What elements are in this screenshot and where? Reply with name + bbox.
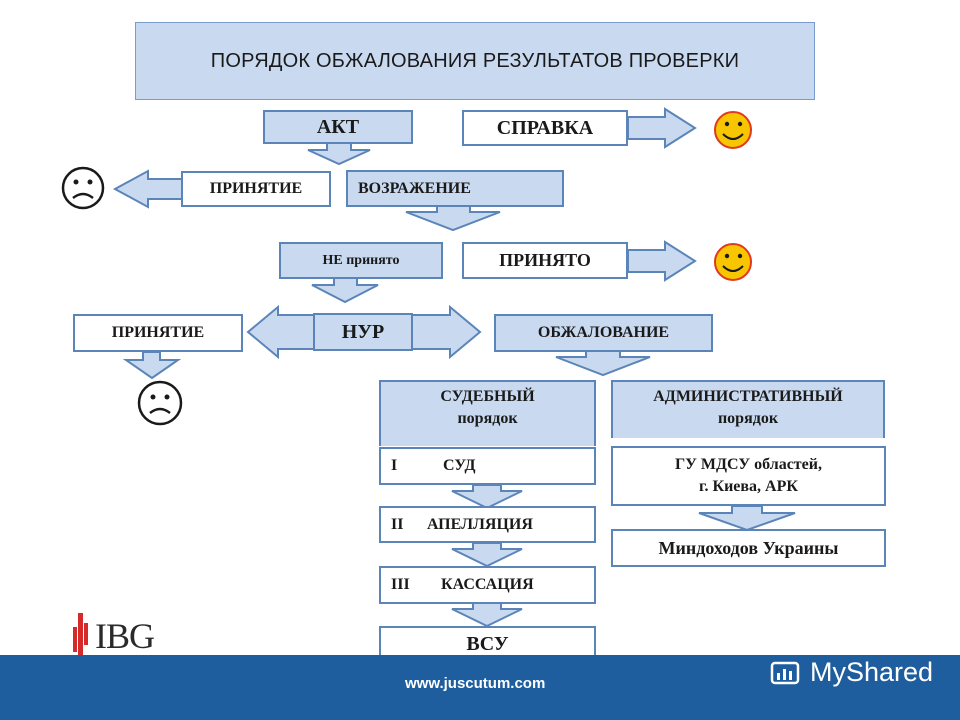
node-akt: АКТ <box>263 110 413 144</box>
node-gu-mdsu: ГУ МДСУ областей, г. Киева, АРК <box>611 446 886 506</box>
node-ne-prinyato: НЕ принято <box>279 242 443 279</box>
arrow-sud-down <box>451 484 523 510</box>
arrow-prinyato-right <box>627 240 697 282</box>
smiley-happy-icon <box>714 243 752 281</box>
header-adm-sub: порядок <box>717 410 779 427</box>
arrow-kas-down <box>451 602 523 628</box>
page-title: ПОРЯДОК ОБЖАЛОВАНИЯ РЕЗУЛЬТАТОВ ПРОВЕРКИ <box>135 22 815 100</box>
footer-url[interactable]: www.juscutum.com <box>405 675 546 692</box>
header-sudebny-title: СУДЕБНЫЙ <box>440 388 535 405</box>
footer-watermark: MyShared <box>810 657 934 687</box>
header-sudebny-sub: порядок <box>457 410 518 427</box>
node-prinyato: ПРИНЯТО <box>462 242 628 279</box>
node-prinyatie-1: ПРИНЯТИЕ <box>181 171 331 207</box>
node-spravka: СПРАВКА <box>462 110 628 146</box>
arrow-obzhalovanie-down <box>555 350 651 377</box>
arrow-prinyatie-left <box>112 169 183 209</box>
smiley-sad-icon <box>137 380 183 426</box>
smiley-sad-icon <box>61 166 105 210</box>
node-nur: НУР <box>313 313 413 351</box>
arrow-akt-down <box>307 142 371 166</box>
header-sudebny: СУДЕБНЫЙ порядок <box>379 380 596 446</box>
header-adm-title: АДМИНИСТРАТИВНЫЙ <box>653 388 843 405</box>
node-prinyatie-2: ПРИНЯТИЕ <box>73 314 243 352</box>
node-vozrazhenie: ВОЗРАЖЕНИЕ <box>346 170 564 207</box>
ibg-logo-text: IBG <box>95 616 155 656</box>
header-administrativny: АДМИНИСТРАТИВНЫЙ порядок <box>611 380 885 438</box>
node-mindohodov: Миндоходов Украины <box>611 529 886 567</box>
arrow-spravka-right <box>627 107 697 149</box>
mybroadcast-icon <box>768 657 804 693</box>
arrow-prinyatie2-down <box>122 351 182 380</box>
arrow-vozrazhenie-down <box>405 205 501 232</box>
ibg-logo: IBG <box>55 605 180 670</box>
arrow-ne-prinyato-down <box>311 277 379 304</box>
footer-bar: www.juscutum.com MyShared <box>0 655 960 720</box>
node-obzhalovanie: ОБЖАЛОВАНИЕ <box>494 314 713 352</box>
smiley-happy-icon <box>714 111 752 149</box>
ibg-logo-mark <box>73 613 88 668</box>
arrow-apel-down <box>451 542 523 568</box>
arrow-gu-down <box>698 505 796 532</box>
